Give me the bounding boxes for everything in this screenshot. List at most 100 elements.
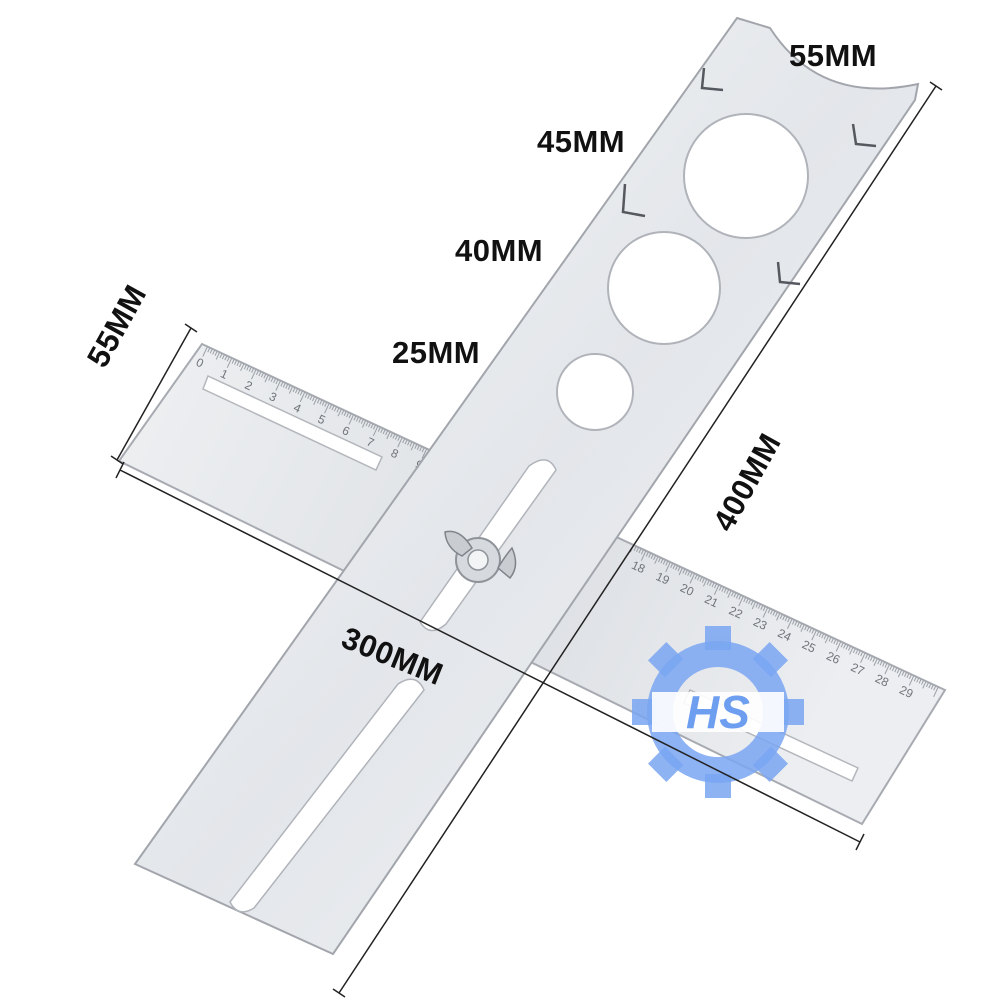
ruler-tick <box>845 644 849 650</box>
ruler-tick <box>416 445 420 450</box>
ruler-tick <box>404 439 408 445</box>
ruler-tick <box>687 570 691 576</box>
ruler-tick <box>414 443 418 449</box>
ruler-tick <box>904 671 908 677</box>
ruler-tick <box>833 639 837 644</box>
ruler-tick <box>324 401 328 407</box>
hs-gear-logo: HS <box>632 626 804 798</box>
dimension-lines <box>110 81 943 998</box>
ruler-tick <box>884 663 890 675</box>
ruler-tick <box>694 574 698 580</box>
ruler-tick <box>684 569 688 575</box>
ruler-tick <box>397 435 401 441</box>
ruler-tick <box>638 548 642 554</box>
ruler-tick <box>933 685 937 691</box>
ruler-tick <box>313 397 318 406</box>
ruler-tick <box>770 609 774 615</box>
ruler-tick <box>849 646 854 655</box>
ruler-number: 18 <box>629 558 647 576</box>
ruler-tick <box>662 559 666 565</box>
ruler-tick <box>897 669 903 678</box>
ruler-tick <box>226 356 230 362</box>
ruler-tick <box>678 567 683 576</box>
label-hole-25mm: 25MM <box>392 335 481 370</box>
ruler-tick <box>670 562 674 568</box>
ruler-tick <box>264 374 269 383</box>
ruler-tick <box>226 357 233 369</box>
ruler-tick <box>877 659 881 665</box>
ruler-tick <box>860 651 864 657</box>
ruler-ticks <box>202 346 939 698</box>
ruler-tick <box>922 680 927 689</box>
ruler-tick <box>263 373 267 379</box>
ruler-tick <box>285 383 289 389</box>
ruler-tick <box>665 561 671 573</box>
vertical-plate <box>133 16 920 956</box>
wing-nut[interactable] <box>444 530 517 583</box>
ruler-tick <box>757 603 761 609</box>
ruler-number: 20 <box>678 581 696 599</box>
ruler-tick <box>312 396 316 402</box>
ruler-tick <box>811 628 815 634</box>
ruler-tick <box>275 380 281 391</box>
ruler-tick <box>251 367 255 373</box>
ruler-tick <box>711 582 715 588</box>
ruler-tick <box>657 557 662 563</box>
ruler-tick <box>726 589 730 595</box>
ruler-tick <box>215 351 221 360</box>
ruler-tick <box>640 549 644 555</box>
ruler-tick <box>231 358 235 364</box>
ruler-tick <box>784 616 788 622</box>
ruler-tick <box>386 431 391 440</box>
ruler-number: 22 <box>727 603 745 621</box>
ruler-tick <box>738 595 744 607</box>
ruler-number: 26 <box>824 649 842 667</box>
ruler-tick <box>894 667 898 673</box>
ruler-tick <box>921 679 925 685</box>
ruler-tick <box>762 607 769 618</box>
ruler-tick <box>743 597 747 602</box>
ruler-tick <box>270 376 274 382</box>
ruler-tick <box>341 409 345 415</box>
ruler-tick <box>288 386 294 394</box>
ruler-tick <box>256 370 260 376</box>
ruler-tick <box>219 353 223 359</box>
ruler-tick <box>304 392 308 398</box>
ruler-tick <box>653 555 657 561</box>
ruler-tick <box>307 393 311 399</box>
ruler-tick <box>930 684 934 690</box>
ruler-tick <box>860 652 866 664</box>
ruler-tick <box>372 424 376 430</box>
ruler-tick <box>896 668 900 674</box>
ruler-tick <box>353 415 357 421</box>
ruler-tick <box>750 600 754 606</box>
ruler-tick <box>682 568 686 574</box>
ruler-tick <box>727 590 732 598</box>
ruler-tick <box>260 372 264 378</box>
ruler-tick <box>633 545 637 551</box>
ruler-tick <box>755 602 759 608</box>
ruler-tick <box>368 422 372 428</box>
ruler-tick <box>843 643 847 649</box>
ruler-tick <box>857 650 861 656</box>
label-top-cutout: 55MM <box>789 38 878 73</box>
ruler-tick <box>696 575 700 581</box>
ruler-tick <box>421 447 425 453</box>
ruler-tick <box>243 364 247 370</box>
ruler-tick <box>865 653 869 659</box>
ruler-tick <box>324 403 330 414</box>
ruler-tick <box>840 642 844 648</box>
ruler-tick <box>689 572 693 578</box>
ruler-tick <box>650 553 654 559</box>
ruler-tick <box>258 371 262 377</box>
ruler-tick <box>660 558 664 564</box>
ruler-tick <box>933 686 939 698</box>
ruler-tick <box>246 365 250 371</box>
ruler-tick <box>762 606 766 612</box>
ruler-tick <box>380 428 384 433</box>
ruler-number: 19 <box>654 569 672 587</box>
ruler-tick <box>309 395 313 401</box>
ruler-tick <box>640 550 647 561</box>
ruler-tick <box>709 581 713 587</box>
